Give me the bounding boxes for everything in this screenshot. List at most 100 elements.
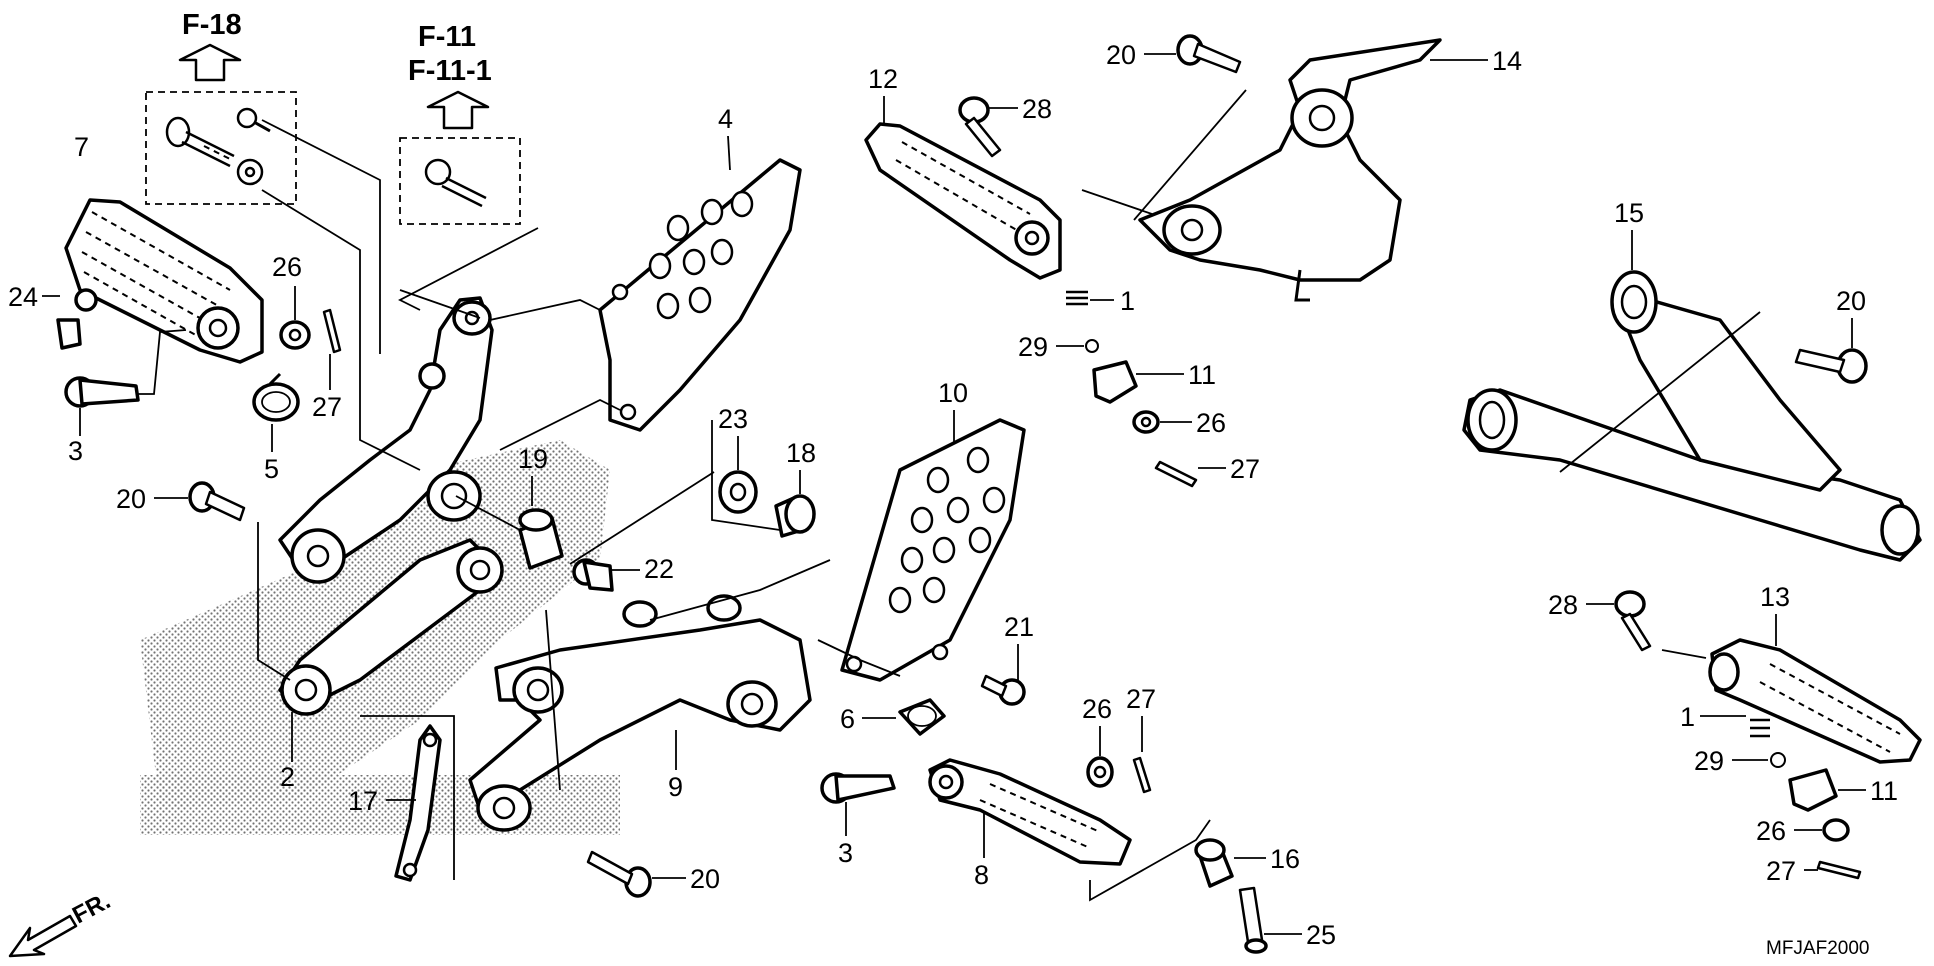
callout-24: 24 [8, 282, 38, 312]
callout-28-right: 28 [1548, 590, 1578, 620]
callout-6: 6 [840, 704, 855, 734]
ref-f11-group: F-11 F-11-1 [399, 21, 521, 225]
callout-13: 13 [1760, 582, 1790, 612]
cotter-27-top [1154, 460, 1198, 488]
bracket-17 [394, 724, 442, 882]
callout-1-top: 1 [1120, 286, 1135, 316]
footpeg-8 [928, 758, 1132, 866]
cotter-27-right [1816, 860, 1862, 880]
washer-26-left [279, 320, 311, 350]
ref-f11-label-2: F-11-1 [408, 55, 492, 87]
callout-21: 21 [1004, 612, 1034, 642]
callout-16: 16 [1270, 844, 1300, 874]
bracket-9 [468, 594, 812, 832]
callout-9: 9 [668, 772, 683, 802]
ref-f11-label-1: F-11 [418, 21, 476, 53]
callout-27-right: 27 [1766, 856, 1796, 886]
callout-3-lower: 3 [838, 838, 853, 868]
leader-lines [257, 89, 1761, 902]
bracket-14 [1138, 38, 1442, 302]
ball-29-right [1770, 752, 1786, 768]
detent-11-top [1092, 360, 1138, 404]
footpeg-7 [64, 198, 264, 364]
callout-1-right: 1 [1680, 702, 1695, 732]
callout-28-top: 28 [1022, 94, 1052, 124]
bolt-20-bottom [586, 850, 652, 898]
pin-3-left [64, 329, 187, 408]
spring-1-right [1750, 718, 1770, 738]
collar-18 [774, 494, 816, 538]
pin-28-top [958, 96, 1002, 158]
diagram-code: MFJAF2000 [1766, 938, 1869, 959]
pin-28-right [1614, 590, 1652, 652]
bracket-15 [1462, 270, 1922, 562]
callout-29-top: 29 [1018, 332, 1048, 362]
washer-26-right [1822, 818, 1850, 842]
bushing-19 [518, 508, 564, 570]
spring-1-top [1066, 290, 1088, 306]
callout-14: 14 [1492, 46, 1522, 76]
heel-plate-4 [598, 158, 802, 432]
callout-22: 22 [644, 554, 674, 584]
ref-f18-label: F-18 [182, 9, 242, 41]
callout-26-left: 26 [272, 252, 302, 282]
link-arm-2 [278, 538, 504, 716]
collar-16 [1194, 838, 1234, 888]
up-arrow-icon [178, 43, 242, 82]
callout-26-top: 26 [1196, 408, 1226, 438]
cotter-27-left [322, 308, 342, 354]
callout-27-lower: 27 [1126, 684, 1156, 714]
callout-20-right: 20 [1836, 286, 1866, 316]
washer-26-top [1132, 410, 1160, 434]
callout-11-right: 11 [1870, 776, 1898, 806]
detent-11-right [1788, 768, 1838, 812]
ref-f18-box [145, 91, 297, 205]
bolt-20-top [1176, 34, 1242, 74]
callout-17: 17 [348, 786, 378, 816]
washer-23 [718, 470, 758, 514]
callout-11-top: 11 [1188, 360, 1216, 390]
callout-25: 25 [1306, 920, 1336, 950]
callout-19: 19 [518, 444, 548, 474]
bolt-20-left [188, 481, 246, 522]
callout-20-bottom: 20 [690, 864, 720, 894]
callout-26-lower: 26 [1082, 694, 1112, 724]
callout-labels: 7 24 3 26 27 5 20 2 17 4 19 23 18 22 9 2… [8, 40, 1898, 950]
bolt-21 [980, 674, 1026, 706]
callout-27-left: 27 [312, 392, 342, 422]
bracket-main-left [278, 296, 494, 584]
callout-5: 5 [264, 454, 279, 484]
callout-29-right: 29 [1694, 746, 1724, 776]
callout-26-right: 26 [1756, 816, 1786, 846]
callout-4: 4 [718, 104, 733, 134]
collar-22 [572, 558, 614, 592]
front-arrow-icon [8, 914, 78, 958]
callout-12: 12 [868, 64, 898, 94]
callout-27-top: 27 [1230, 454, 1260, 484]
heel-plate-10 [840, 418, 1026, 682]
bolt-20-right [1794, 348, 1868, 384]
washer-26-lower [1086, 756, 1114, 788]
spring-5 [252, 372, 300, 422]
callout-10: 10 [938, 378, 968, 408]
stud-25 [1238, 886, 1268, 954]
callout-8: 8 [974, 860, 989, 890]
up-arrow-icon [426, 90, 490, 130]
screw-24 [56, 288, 98, 350]
ref-f18-group: F-18 [145, 9, 297, 205]
callout-7: 7 [74, 132, 89, 162]
spring-6 [898, 698, 946, 736]
pin-3-lower [820, 772, 896, 804]
footpeg-13 [1708, 638, 1922, 764]
footpeg-12 [864, 122, 1062, 280]
callout-18: 18 [786, 438, 816, 468]
front-direction-indicator: FR. [8, 887, 115, 958]
ball-29-top [1085, 339, 1099, 353]
cotter-27-lower [1132, 756, 1152, 794]
callout-3-left: 3 [68, 436, 83, 466]
callout-20-top: 20 [1106, 40, 1136, 70]
callout-15: 15 [1614, 198, 1644, 228]
callout-20-left: 20 [116, 484, 146, 514]
